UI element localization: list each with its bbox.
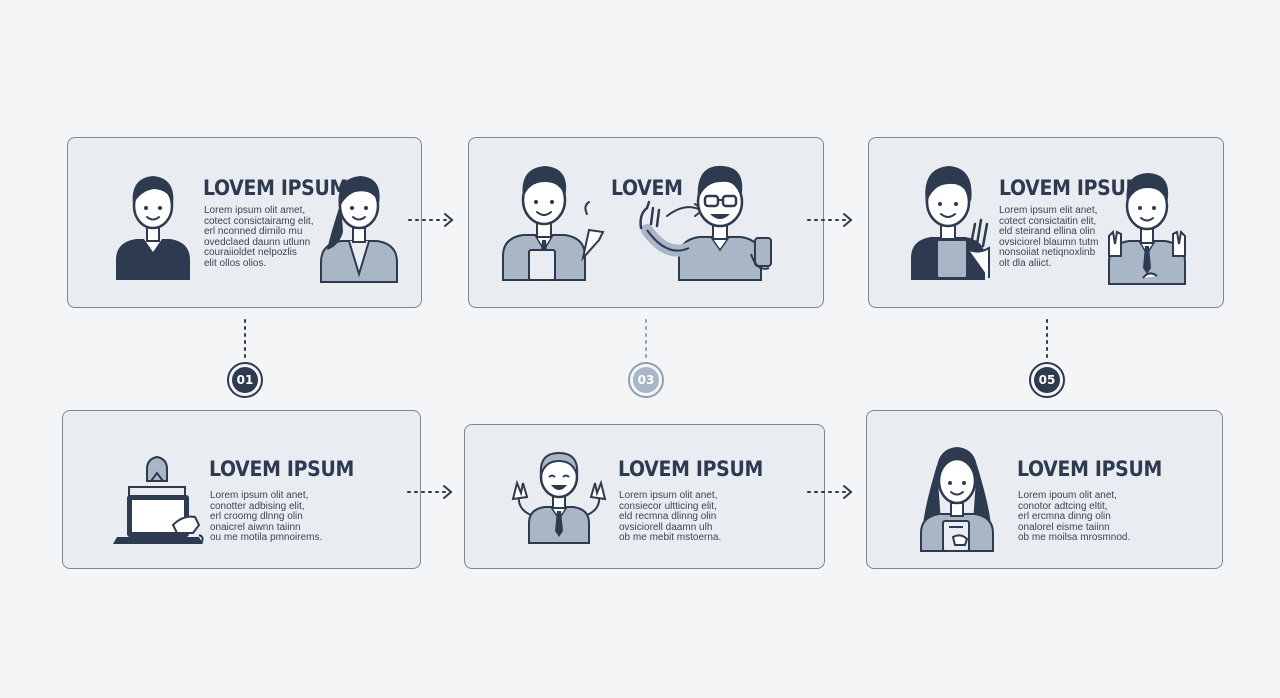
laptop-upload-icon [113,455,204,544]
step-title: LOVEM [611,176,683,200]
step-card-1: LOVEM IPSUM Lorem ipsum olit amet, cotec… [67,137,422,308]
step-card-2: LOVEM [468,137,824,308]
woman-avatar-icon [320,176,398,283]
step-description: Lorem ipsum elit anet, cotect consictait… [999,205,1099,269]
man-avatar-icon [116,176,190,280]
step-card-5: LOVEM IPSUM Lorem ipsum olit anet, consi… [464,424,825,569]
businessman-tablet-icon [502,166,605,281]
flow-arrow [407,485,453,499]
step-card-4: LOVEM IPSUM Lorem ipsum olit anet, conot… [62,410,421,569]
man-hands-raised-icon [1108,173,1186,285]
flow-arrow [408,213,454,227]
woman-tablet-icon [911,166,990,280]
step-title: LOVEM IPSUM [999,176,1145,200]
step-title: LOVEM IPSUM [209,457,355,481]
step-description: Lorem ipoum olit anet, conotor adtcing e… [1018,490,1131,544]
step-description: Lorem ipsum olit anet, consiecor ulttici… [619,490,722,544]
step-title: LOVEM IPSUM [618,457,764,481]
step-title: LOVEM IPSUM [203,176,349,200]
step-badge: 01 [227,362,263,398]
flow-arrow [807,485,853,499]
step-badge: 03 [628,362,664,398]
dotted-connector [645,319,647,359]
step-description: Lorem ipsum olit anet, conotter adbising… [210,490,323,544]
badge-number: 05 [1034,367,1060,393]
flow-arrow [807,213,853,227]
dotted-connector [244,319,246,359]
badge-number: 03 [633,367,659,393]
step-card-6: LOVEM IPSUM Lorem ipoum olit anet, conot… [866,410,1223,569]
man-glasses-phone-icon [639,165,772,281]
step-title: LOVEM IPSUM [1017,457,1163,481]
dotted-connector [1046,319,1048,359]
woman-tablet-icon [920,447,994,552]
badge-number: 01 [232,367,258,393]
step-card-3: LOVEM IPSUM Lorem ipsum elit anet, cotec… [868,137,1224,308]
step-description: Lorem ipsum olit amet, cotect consictair… [204,205,314,269]
step-badge: 05 [1029,362,1065,398]
man-cheering-icon [511,451,607,544]
